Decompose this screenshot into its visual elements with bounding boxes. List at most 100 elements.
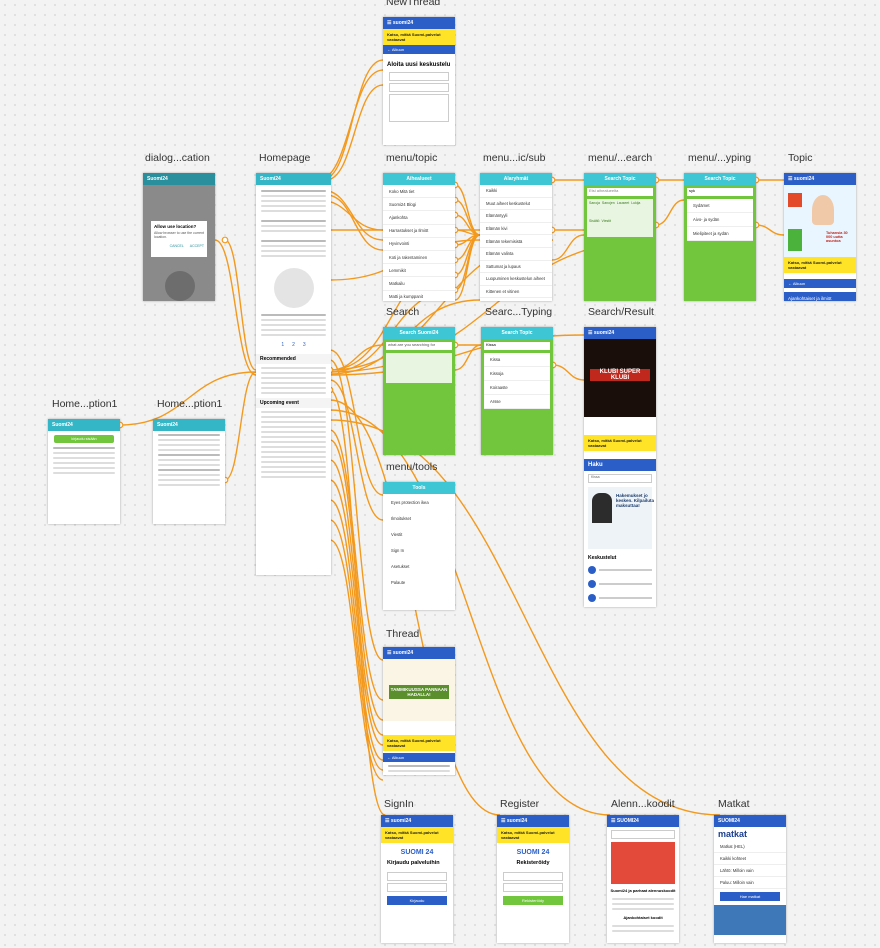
tools-menu-item[interactable]: Sign In (391, 547, 405, 553)
password-field[interactable] (387, 883, 447, 892)
sub-menu-item[interactable]: Elämän tekemisistä (480, 235, 552, 248)
tools-menu-item[interactable]: Palaute (391, 579, 406, 585)
search-term[interactable]: Sanojen (601, 201, 615, 205)
flow-link (329, 359, 384, 661)
screen-home1[interactable]: Suomi24 kirjaudu sisään (48, 419, 120, 524)
search-input[interactable] (611, 830, 675, 839)
page-2[interactable]: 2 (292, 342, 295, 348)
message-field[interactable] (389, 94, 449, 122)
label-thread: Thread (386, 628, 420, 640)
search-term[interactable]: Lukija (631, 201, 641, 205)
search-term[interactable]: Lauseet (616, 201, 630, 205)
subject-field[interactable] (389, 83, 449, 92)
sub-menu-item[interactable]: Kittenen et vitinen (480, 286, 552, 299)
flow-link (655, 199, 685, 226)
screen-home2[interactable]: Suomi24 (153, 419, 225, 524)
search-trips-button[interactable]: Hae matkat (720, 892, 780, 901)
search-input[interactable]: Kissa (484, 342, 550, 350)
search-term[interactable]: Sanoja (589, 201, 600, 205)
trip-filter-item[interactable]: Paluu: Milloin vain (714, 877, 786, 889)
result-item[interactable] (584, 563, 656, 577)
app-header: ☰ suomi24 (381, 815, 453, 827)
email-field[interactable] (503, 872, 563, 881)
screen-thread[interactable]: ☰ suomi24 TAMMIKUUSSA PANNAAN HADALLA! K… (383, 647, 455, 775)
register-button[interactable]: Rekisteröidy (503, 896, 563, 905)
search-suggestion-item[interactable]: Arsse (484, 395, 550, 409)
sub-menu-item[interactable]: Luopuminen keskustelun aiheet (480, 273, 552, 286)
result-item[interactable] (584, 577, 656, 591)
topic-menu-item[interactable]: Koti ja rakentaminen (383, 251, 455, 265)
promo-card[interactable]: Hakemukset jo kesken. Kilpailuta maksutt… (588, 487, 654, 549)
sub-menu-item[interactable]: Kaikki (480, 185, 552, 198)
tools-menu-item[interactable]: Viestit (391, 531, 403, 537)
topic-suggestion-item[interactable]: Mielipiteet ja sydän (687, 227, 753, 241)
topic-menu-item[interactable]: Ajankohta (383, 211, 455, 225)
result-item[interactable] (584, 605, 656, 607)
search-input[interactable]: syk (687, 188, 753, 196)
sub-menu-item[interactable]: Muut aiheet keskustelut (480, 198, 552, 211)
trip-filter-item[interactable]: Lähtö: Milloin vain (714, 865, 786, 877)
search-term[interactable]: Viestit (601, 219, 611, 223)
signin-button[interactable]: Kirjaudu (387, 896, 447, 905)
tools-menu-item[interactable]: Eyes protection ikea (391, 499, 429, 505)
search-suggestion-item[interactable]: Kissoja (484, 367, 550, 381)
result-search-input[interactable]: Kissa (588, 474, 652, 483)
page-3[interactable]: 3 (302, 342, 306, 348)
title-field[interactable] (389, 72, 449, 81)
topic-menu-item[interactable]: Hyvinvointi (383, 238, 455, 251)
screen-dialog[interactable]: Suomi24 Allow use location? Allow browse… (143, 173, 215, 301)
trip-filter-item[interactable]: Matkat (HEL) (714, 841, 786, 853)
screen-register[interactable]: ☰ suomi24 Katso, mitkä Suomi-palvelut va… (497, 815, 569, 943)
sub-menu-item[interactable]: Elämän valinta (480, 248, 552, 261)
accept-button[interactable]: ACCEPT (189, 244, 204, 248)
cta-button[interactable]: kirjaudu sisään (54, 435, 114, 443)
topic-suggestion-item[interactable]: Aivo- ja sydän (687, 213, 753, 227)
search-input[interactable]: what are you searching for (386, 342, 452, 350)
app-header: Suomi24 (256, 173, 331, 185)
flow-link (551, 234, 585, 261)
screen-topic[interactable]: ☰ suomi24 Tuhansia 30 000 uutta asuntoa … (784, 173, 856, 301)
screen-search-result[interactable]: ☰ suomi24 KLUBI SUPER KLUBI Katso, mitkä… (584, 327, 656, 607)
screen-signin[interactable]: ☰ suomi24 Katso, mitkä Suomi-palvelut va… (381, 815, 453, 943)
tools-menu-item[interactable]: Asetukset (391, 563, 410, 569)
pagination[interactable]: 1 2 3 (256, 342, 331, 348)
topic-menu-item[interactable]: Koko Mitä tiet (383, 185, 455, 199)
topic-menu-item[interactable]: Matkailu (383, 277, 455, 291)
screen-search[interactable]: Search Suomi24 what are you searching fo… (383, 327, 455, 455)
sub-menu-item[interactable]: Elämäntyyli (480, 210, 552, 223)
brand-name: Suomi24 (157, 422, 178, 428)
topic-menu-item[interactable]: Suomi24 Blogi (383, 198, 455, 212)
topic-menu-item[interactable]: Lemmikit (383, 264, 455, 278)
search-term[interactable]: Sisältö (589, 219, 600, 223)
search-suggestion-item[interactable]: Koiraaste (484, 381, 550, 395)
screen-matkat[interactable]: SUOMI24 matkat Matkat (HEL)Kaikki kohtee… (714, 815, 786, 943)
topic-suggestion-item[interactable]: Sydämet (687, 199, 753, 213)
back-bar[interactable]: ← Alkuun (383, 45, 455, 54)
trip-filter-item[interactable]: Kaikki kohteet (714, 853, 786, 865)
search-input[interactable]: Etsi aihealueelta (587, 188, 653, 196)
result-item[interactable] (584, 591, 656, 605)
username-field[interactable] (387, 872, 447, 881)
tools-menu-item[interactable]: Ilmoitukset (391, 515, 412, 521)
flow-link (329, 349, 384, 496)
password-field[interactable] (503, 883, 563, 892)
ad-banner: KLUBI SUPER KLUBI (584, 339, 656, 417)
page-1[interactable]: 1 (281, 342, 285, 348)
cancel-button[interactable]: CANCEL (169, 244, 184, 248)
search-suggestion-item[interactable]: Kissa (484, 353, 550, 367)
flow-link (454, 234, 481, 276)
topic-menu-item[interactable]: Matti ja kumppanit (383, 291, 455, 302)
screen-newthread[interactable]: ☰ suomi24 Katso, mitkä Suomi-palvelut va… (383, 17, 455, 145)
sub-menu-item[interactable]: Sattumat ja lupaus (480, 261, 552, 274)
screen-homepage[interactable]: Suomi24 1 2 3 Recommended Upcoming event (256, 173, 331, 575)
sub-menu-item[interactable]: Naiset sympat (480, 298, 552, 301)
screen-alennus[interactable]: ☰ SUOMI24 Suomi24 ja parhaat alennuskood… (607, 815, 679, 943)
topic-menu-item[interactable]: Harrastukset ja Ilmiöt (383, 225, 455, 238)
sub-menu-item[interactable]: Elämän kivi (480, 223, 552, 236)
